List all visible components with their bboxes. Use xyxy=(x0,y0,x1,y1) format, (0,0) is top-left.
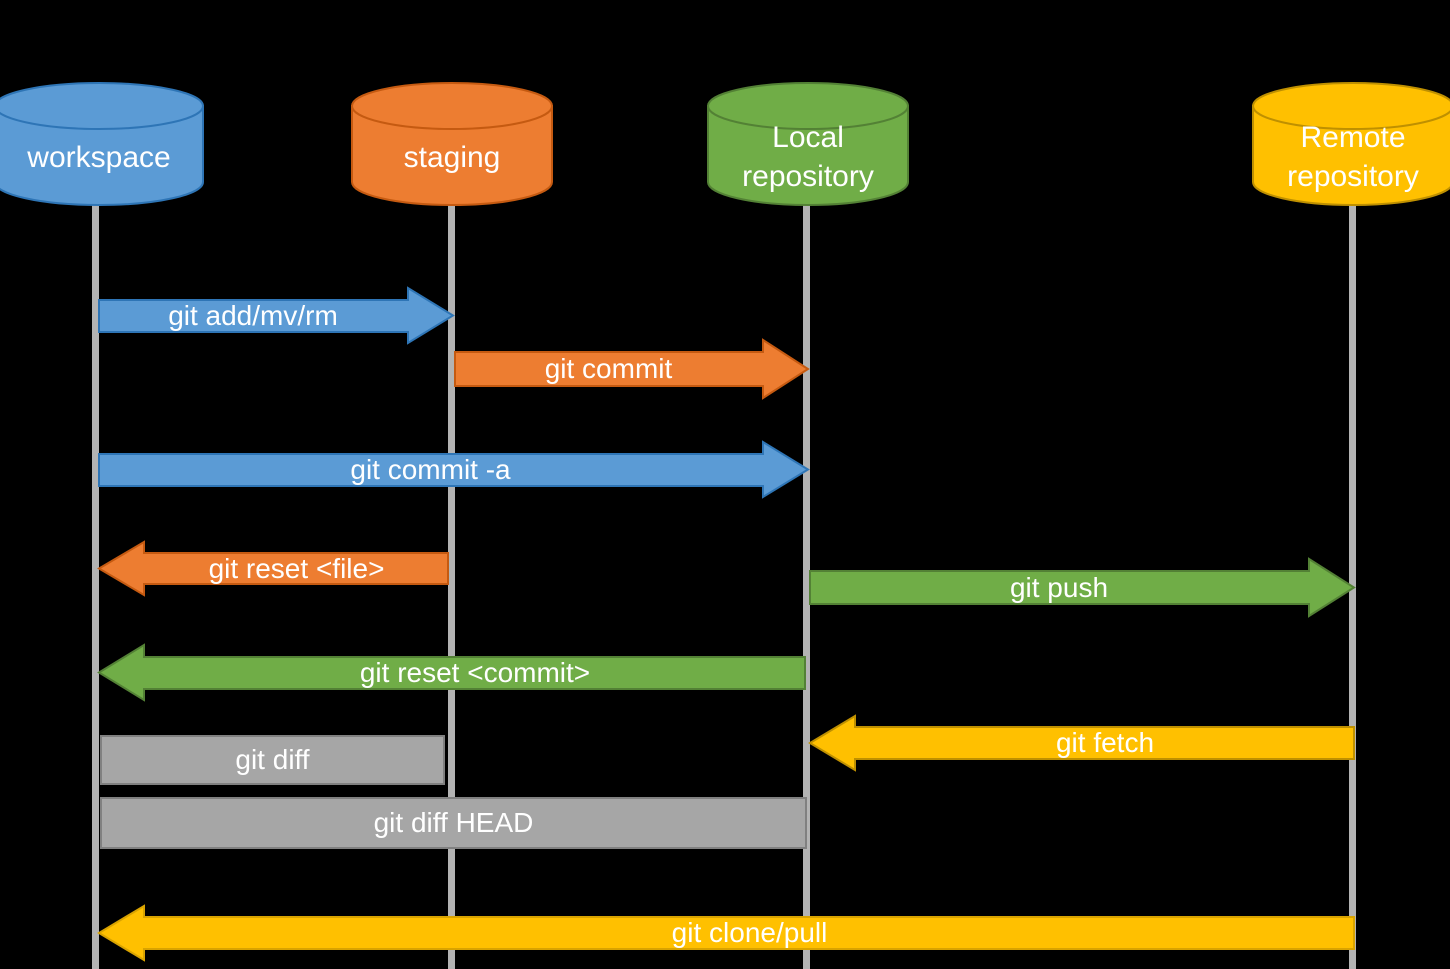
flow-git-fetch[interactable]: git fetch xyxy=(808,714,1355,772)
cylinder-body xyxy=(707,105,909,206)
flow-git-reset-file[interactable]: git reset <file> xyxy=(97,540,449,597)
lifeline-workspace xyxy=(92,199,99,969)
cylinder-top xyxy=(0,82,204,130)
cylinder-body xyxy=(0,105,204,206)
cylinder-top xyxy=(707,82,909,130)
flow-shape xyxy=(98,286,455,345)
cylinder-top xyxy=(351,82,553,130)
node-remote[interactable]: Remote repository xyxy=(1252,82,1450,206)
cylinder-top xyxy=(1252,82,1450,130)
flow-shape xyxy=(97,643,806,702)
flow-shape xyxy=(808,714,1355,772)
lifeline-local xyxy=(803,199,810,969)
cylinder-body xyxy=(1252,105,1450,206)
node-workspace[interactable]: workspace xyxy=(0,82,204,206)
flow-shape xyxy=(100,797,807,849)
flow-git-clone-pull[interactable]: git clone/pull xyxy=(97,904,1355,962)
flow-shape xyxy=(98,440,810,499)
flow-git-add[interactable]: git add/mv/rm xyxy=(98,286,455,345)
flow-shape xyxy=(100,735,445,785)
flow-git-commit-a[interactable]: git commit -a xyxy=(98,440,810,499)
lifeline-staging xyxy=(448,199,455,969)
flow-shape xyxy=(97,904,1355,962)
flow-shape xyxy=(454,338,810,400)
flow-git-diff-head[interactable]: git diff HEAD xyxy=(100,797,807,849)
flow-git-reset-commit[interactable]: git reset <commit> xyxy=(97,643,806,702)
flow-git-diff[interactable]: git diff xyxy=(100,735,445,785)
flow-shape xyxy=(97,540,449,597)
lifeline-remote xyxy=(1349,199,1356,969)
node-staging[interactable]: staging xyxy=(351,82,553,206)
flow-git-push[interactable]: git push xyxy=(809,557,1356,618)
node-local[interactable]: Local repository xyxy=(707,82,909,206)
cylinder-body xyxy=(351,105,553,206)
flow-shape xyxy=(809,557,1356,618)
flow-git-commit[interactable]: git commit xyxy=(454,338,810,400)
